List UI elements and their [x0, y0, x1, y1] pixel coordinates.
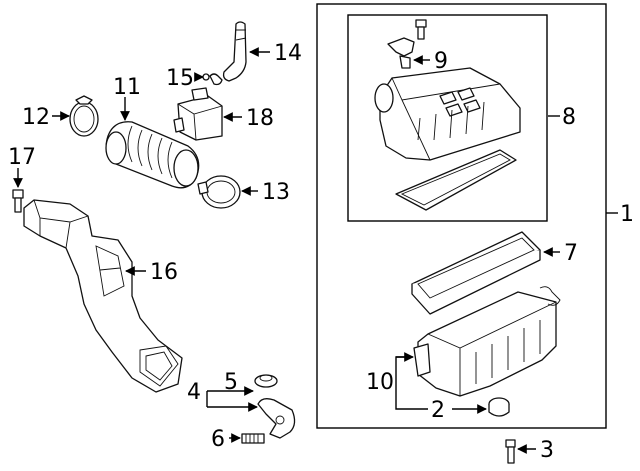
part-4-bracket: [257, 398, 296, 439]
callout-12: 12: [22, 105, 50, 130]
callout-18: 18: [246, 106, 274, 131]
part-16-lower-duct: [23, 199, 183, 393]
callout-1: 1: [620, 202, 634, 227]
part-6-bolt: [241, 433, 265, 444]
upper-filter: [395, 149, 517, 211]
callout-17: 17: [8, 145, 36, 170]
callout-13: 13: [262, 180, 290, 205]
callout-14: 14: [274, 41, 302, 66]
part-12-clamp: [69, 95, 99, 137]
part-10-case: [413, 286, 561, 397]
part-15-clip: [202, 73, 223, 86]
callout-10: 10: [366, 370, 394, 395]
callout-9: 9: [434, 49, 448, 74]
part-14-hose: [222, 21, 247, 82]
part-7-filter: [411, 231, 541, 315]
part-2-grommet: [488, 397, 510, 417]
callout-5: 5: [224, 370, 238, 395]
callout-8: 8: [562, 105, 576, 130]
callout-15: 15: [166, 66, 194, 91]
part-13-clamp: [197, 175, 241, 209]
callout-2: 2: [431, 398, 445, 423]
air-cleaner-cover: [374, 67, 521, 161]
callout-11: 11: [113, 75, 141, 100]
callout-4: 4: [187, 380, 201, 405]
part-8-bolt: [415, 19, 427, 40]
leader-lines: [13, 47, 618, 454]
callout-16: 16: [150, 260, 178, 285]
part-3-bolt: [505, 439, 516, 464]
callout-3: 3: [540, 438, 554, 463]
callout-6: 6: [211, 427, 225, 452]
part-17-bolt: [12, 189, 24, 213]
part-5-grommet: [254, 374, 278, 388]
callout-7: 7: [564, 241, 578, 266]
part-9-sensor: [387, 37, 415, 69]
part-11-duct: [105, 121, 200, 189]
assembly-box-inner: [347, 14, 548, 222]
assembly-box-outer: [316, 3, 607, 429]
part-18-resonator: [173, 87, 223, 141]
